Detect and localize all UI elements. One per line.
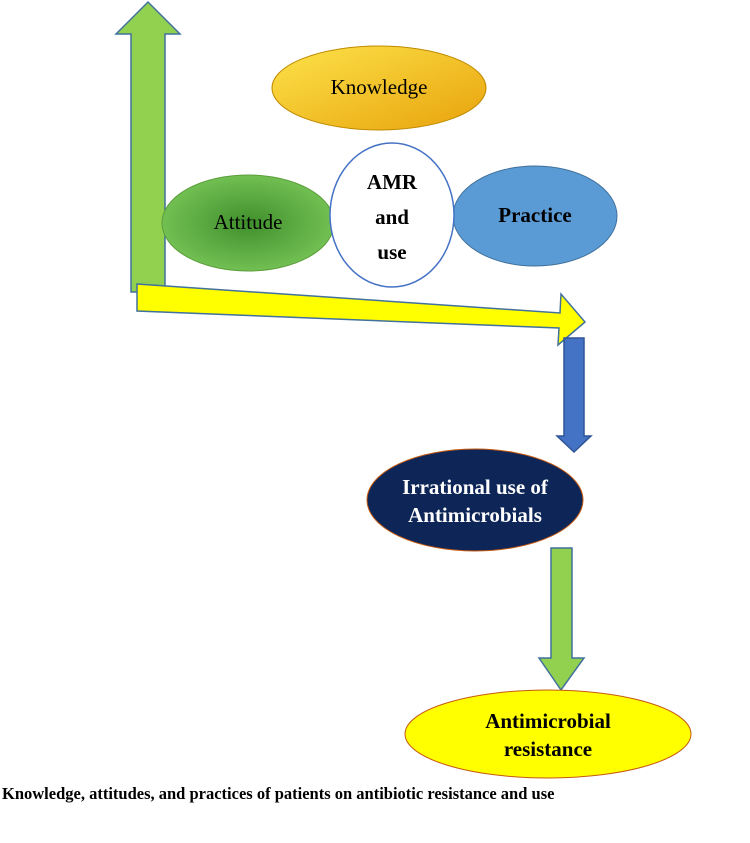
yellow-right-arrow [136, 283, 587, 347]
amr-line-1: AMR [367, 170, 418, 194]
green-up-arrow [114, 0, 182, 293]
knowledge-node: Knowledge [271, 45, 487, 131]
practice-label: Practice [498, 203, 571, 227]
green-down-arrow [537, 547, 586, 692]
amr-line-2: and [375, 205, 409, 229]
resistance-line-2: resistance [504, 737, 592, 761]
irrational-line-1: Irrational use of [402, 475, 549, 499]
amr-line-3: use [377, 240, 406, 264]
kap-diagram: Knowledge Attitude Practice AMR and use … [114, 0, 692, 779]
amr-use-node: AMR and use [329, 142, 455, 288]
antimicrobial-resistance-node: Antimicrobial resistance [404, 689, 692, 779]
attitude-node: Attitude [161, 174, 335, 272]
blue-down-arrow [555, 337, 593, 454]
practice-node: Practice [452, 165, 618, 267]
attitude-label: Attitude [214, 210, 283, 234]
irrational-line-2: Antimicrobials [408, 503, 542, 527]
irrational-use-node: Irrational use of Antimicrobials [366, 448, 584, 552]
resistance-line-1: Antimicrobial [485, 709, 611, 733]
figure-caption: Knowledge, attitudes, and practices of p… [2, 784, 555, 803]
knowledge-label: Knowledge [331, 75, 428, 99]
